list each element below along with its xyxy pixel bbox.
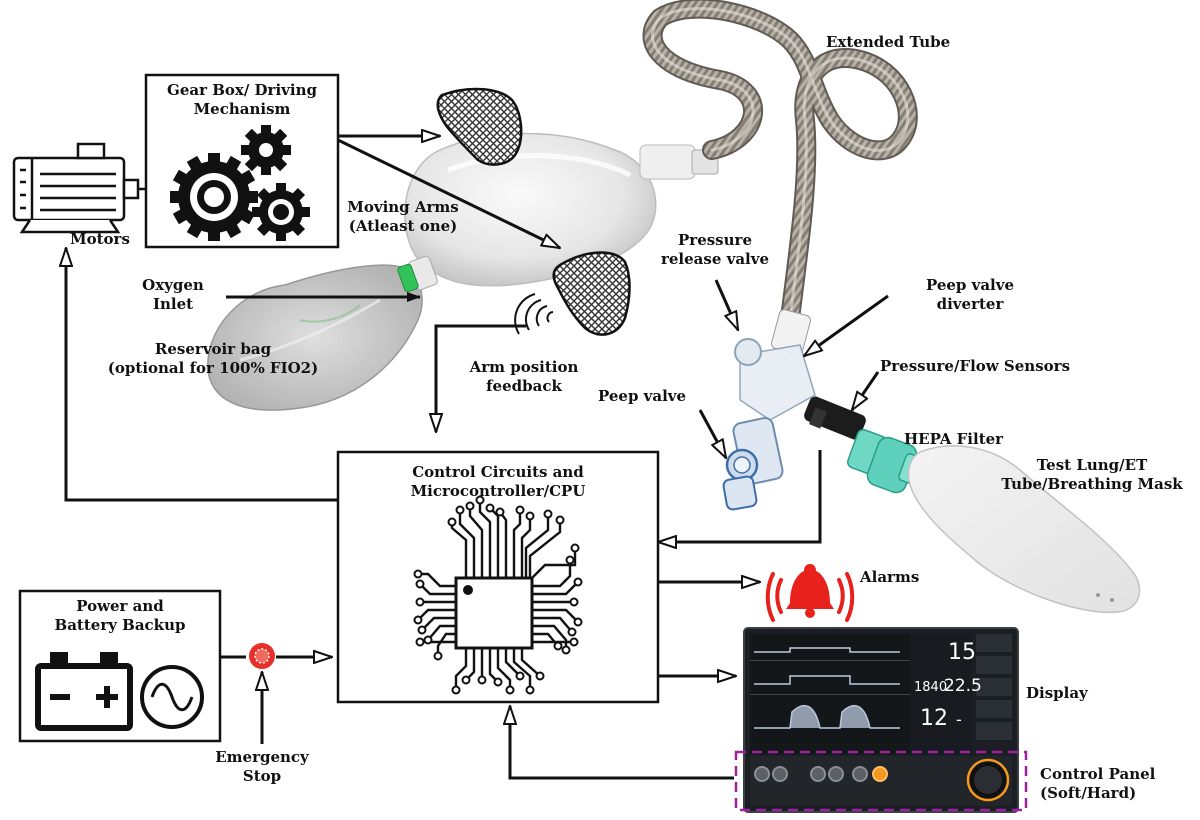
hepa-filter-label: HEPA Filter	[904, 430, 1004, 448]
display-monitor	[743, 627, 1019, 813]
peep-valve-label: Peep valve	[598, 387, 687, 405]
reservoir-bag-label: Reservoir bag (optional for 100% FIO2)	[107, 340, 319, 377]
connector-arrows	[66, 136, 889, 780]
monitor-value-peep: 12	[920, 706, 948, 731]
control-circuits-label: Control Circuits and Microcontroller/CPU	[410, 463, 586, 500]
test-lung-label: Test Lung/ET Tube/Breathing Mask	[1001, 456, 1183, 493]
gears-icon	[153, 114, 323, 258]
battery-icon	[35, 652, 133, 731]
alarm-bell-icon	[765, 564, 855, 622]
test-lung-image	[907, 445, 1141, 614]
monitor-value-volume: 1840	[914, 680, 948, 695]
valve-assembly-image	[722, 309, 866, 511]
arm-feedback-label: Arm position feedback	[469, 358, 579, 395]
arm-feedback-sensor-icon	[514, 293, 554, 335]
control-panel-knobs	[754, 758, 1010, 802]
pressure-flow-sensors-label: Pressure/Flow Sensors	[880, 357, 1071, 375]
extended-tube-label: Extended Tube	[826, 33, 951, 51]
oxygen-inlet-label: Oxygen Inlet	[142, 276, 204, 313]
display-label: Display	[1026, 684, 1088, 702]
peep-valve-diverter-label: Peep valve diverter	[925, 276, 1015, 313]
moving-arm-upper	[436, 87, 523, 166]
control-panel-outline	[734, 750, 1028, 812]
monitor-value-pressure: 22.5	[944, 676, 982, 696]
monitor-value-rate: 15	[948, 640, 976, 665]
power-label: Power and Battery Backup	[54, 597, 186, 634]
monitor-value-dash: -	[956, 710, 962, 729]
motor-icon	[12, 142, 150, 234]
gearbox-label: Gear Box/ Driving Mechanism	[167, 81, 317, 118]
ambu-bag-image	[397, 132, 719, 293]
motors-label: Motors	[70, 230, 130, 248]
moving-arm-lower	[552, 251, 631, 336]
ac-source-icon	[140, 665, 204, 729]
moving-arms-label: Moving Arms (Atleast one)	[347, 198, 459, 235]
emergency-stop-icon	[249, 643, 275, 669]
alarms-label: Alarms	[860, 568, 920, 586]
reservoir-bag-image	[207, 264, 423, 411]
pressure-release-valve-label: Pressure release valve	[660, 231, 769, 268]
emergency-stop-label: Emergency Stop	[215, 748, 309, 785]
microcontroller-chip-icon	[413, 495, 583, 695]
control-panel-label: Control Panel (Soft/Hard)	[1040, 765, 1156, 802]
extended-tube-image	[642, 0, 918, 328]
